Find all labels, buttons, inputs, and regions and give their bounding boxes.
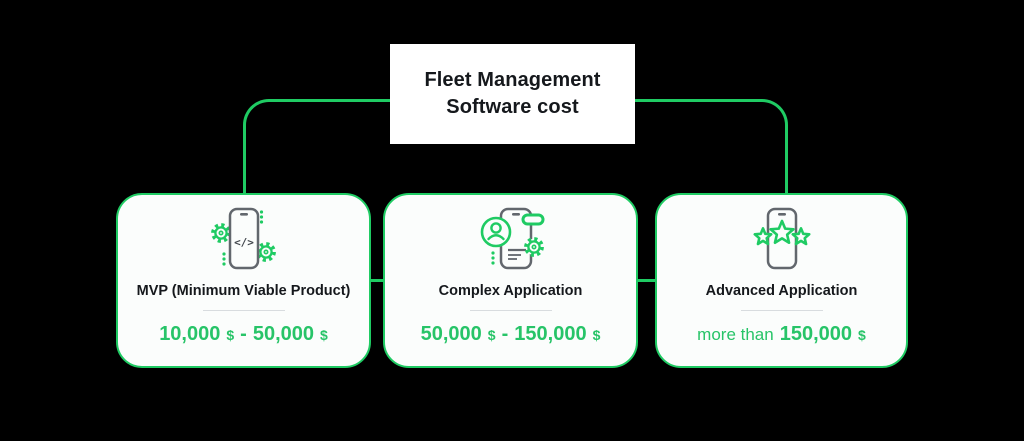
diagram-title-line2: Software cost bbox=[446, 96, 579, 118]
card-mvp: </> MVP (Minimum Viable Product) 10,000 … bbox=[116, 193, 371, 368]
currency-sign: $ bbox=[320, 327, 328, 343]
price-range: 50,000 $ - 150,000 $ bbox=[421, 323, 601, 346]
price-max: 50,000 bbox=[252, 323, 314, 345]
price-min: 10,000 bbox=[159, 323, 221, 345]
phone-stars-icon bbox=[742, 206, 822, 272]
card-advanced-application: Advanced Application more than 150,000 $ bbox=[655, 193, 908, 368]
connector-line-right bbox=[635, 99, 788, 196]
divider bbox=[202, 310, 285, 311]
card-title: MVP (Minimum Viable Product) bbox=[136, 283, 351, 299]
connector-line-card2-card3 bbox=[636, 279, 657, 282]
card-title: Advanced Application bbox=[705, 283, 858, 299]
card-complex-application: Complex Application 50,000 $ - 150,000 $ bbox=[383, 193, 638, 368]
price-max: 150,000 bbox=[779, 323, 853, 345]
currency-sign: $ bbox=[858, 327, 866, 343]
currency-sign: $ bbox=[487, 327, 496, 343]
code-glyph: </> bbox=[234, 236, 254, 249]
diagram-title-box: Fleet Management Software cost bbox=[390, 44, 635, 144]
phone-code-gears-icon: </> bbox=[204, 206, 284, 272]
phone-user-gear-icon bbox=[471, 206, 551, 272]
currency-sign: $ bbox=[226, 327, 235, 343]
price-max: 150,000 bbox=[514, 323, 587, 345]
price-dash: - bbox=[240, 323, 247, 345]
price-prefix: more than bbox=[697, 325, 774, 344]
divider bbox=[469, 310, 552, 311]
diagram-title-line1: Fleet Management bbox=[424, 69, 601, 91]
connector-line-left bbox=[243, 99, 393, 196]
price-range: 10,000 $ - 50,000 $ bbox=[159, 323, 328, 346]
price-min: 50,000 bbox=[420, 323, 482, 345]
currency-sign: $ bbox=[592, 327, 601, 343]
price-dash: - bbox=[501, 323, 509, 345]
card-title: Complex Application bbox=[438, 283, 583, 299]
divider bbox=[740, 310, 823, 311]
connector-line-card1-card2 bbox=[369, 279, 385, 282]
price-range: more than 150,000 $ bbox=[697, 323, 866, 346]
